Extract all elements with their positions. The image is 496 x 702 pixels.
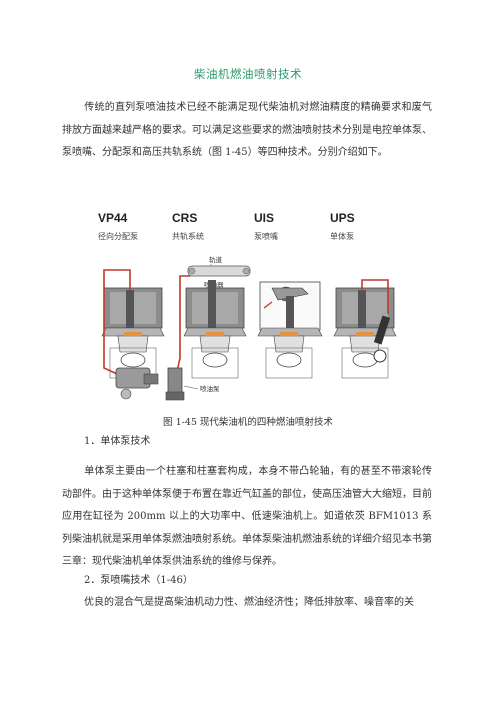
intro-text: 传统的直列泵喷油技术已经不能满足现代柴油机对燃油精度的精确要求和废气排放方面越来… [62, 102, 432, 158]
system-name-uis: UIS [254, 211, 274, 225]
system-label-crs: 共轨系统 [172, 231, 204, 241]
system-name-crs: CRS [172, 211, 197, 225]
system-label-ups: 单体泵 [330, 231, 354, 241]
section-heading-2: 2．泵喷嘴技术（1-46） [84, 575, 193, 586]
section-1-text: 单体泵主要由一个柱塞和柱塞套构成，本身不带凸轮轴，有的甚至不带滚轮传动部件。由于… [62, 466, 432, 567]
engine-ups [333, 287, 397, 379]
figure-caption: 图 1-45 现代柴油机的四种燃油喷射技术 [163, 417, 333, 428]
system-label-vp44: 径向分配泵 [98, 231, 138, 241]
engine-vp44 [101, 287, 165, 379]
injection-systems-figure: VP44 径向分配泵 CRS 共轨系统 UIS 泵喷嘴 UPS 单体泵 轨道 喷… [98, 211, 397, 401]
section-2-text: 优良的混合气是提高柴油机动力性、燃油经济性；降低排放率、噪音率的关 [84, 597, 414, 608]
system-name-vp44: VP44 [98, 211, 128, 225]
distributor-pump [115, 367, 159, 400]
high-pressure-pump [165, 367, 185, 401]
system-name-ups: UPS [330, 211, 355, 225]
rail-label: 轨道 [209, 255, 223, 264]
common-rail [187, 265, 251, 277]
section-2-paragraph: 优良的混合气是提高柴油机动力性、燃油经济性；降低排放率、噪音率的关 [62, 592, 432, 615]
engine-crs [183, 280, 247, 379]
system-label-uis: 泵喷嘴 [254, 231, 278, 241]
section-heading-1: 1．单体泵技术 [84, 436, 151, 447]
pump-label: 喷油泵 [200, 384, 220, 393]
page-title: 柴油机燃油喷射技术 [194, 67, 302, 81]
engine-uis [257, 281, 323, 379]
intro-paragraph: 传统的直列泵喷油技术已经不能满足现代柴油机对燃油精度的精确要求和废气排放方面越来… [62, 97, 432, 165]
section-1-paragraph: 单体泵主要由一个柱塞和柱塞套构成，本身不带凸轮轴，有的甚至不带滚轮传动部件。由于… [62, 461, 432, 574]
